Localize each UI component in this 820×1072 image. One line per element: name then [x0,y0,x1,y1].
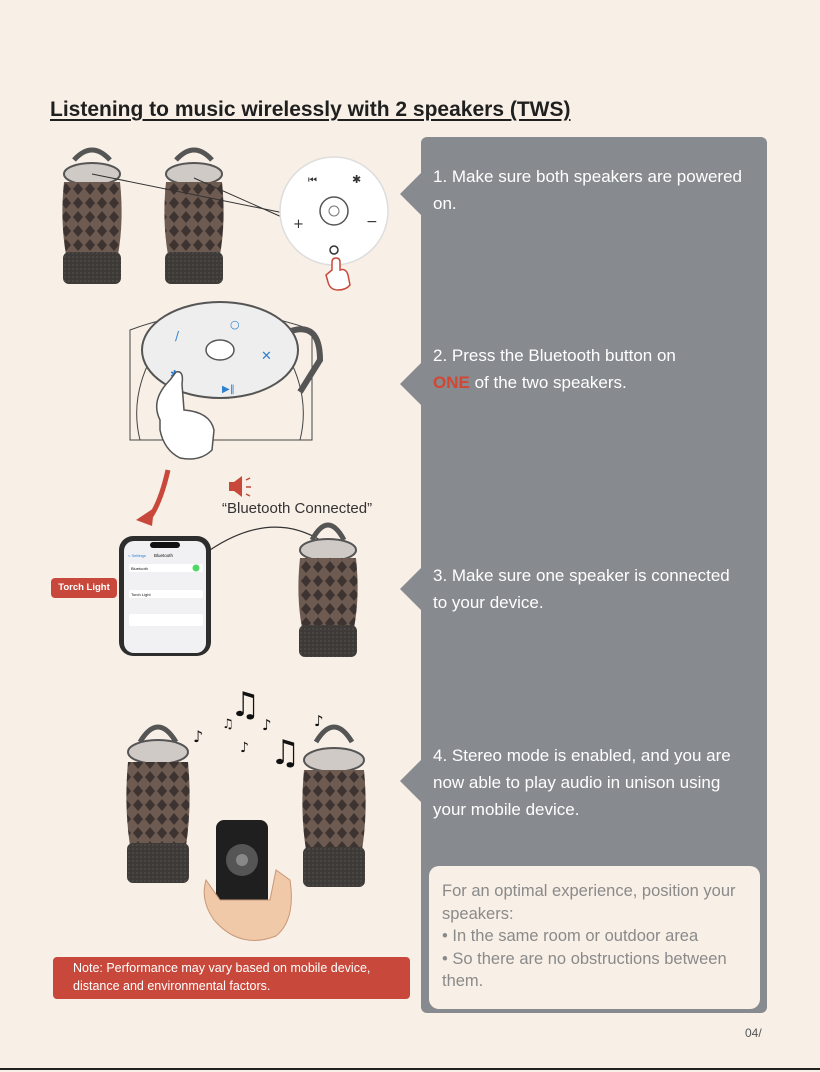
page-title: Listening to music wirelessly with 2 spe… [50,98,571,121]
svg-text:+: + [293,217,304,232]
svg-text:♫: ♫ [230,685,260,725]
phone-bluetooth-row: Bluetooth [131,566,148,571]
bottom-rule [0,1068,820,1070]
page-number: 04/ [745,1026,762,1040]
svg-text:♪: ♪ [314,712,324,730]
tip-box [429,866,760,1009]
svg-text:/: / [175,329,180,343]
speaker-left-2 [164,147,224,284]
phone-bluetooth-title: Bluetooth [154,553,174,558]
step-2-pre: 2. Press the Bluetooth button on [433,346,676,365]
music-notes: ♫ ♪ ♫ ♪ ♪ ♪ ♫ [193,685,324,773]
speaker-connected [298,522,358,657]
svg-text:✕: ✕ [261,349,272,364]
svg-text:⏮: ⏮ [308,175,317,186]
svg-text:−: − [366,214,378,230]
bluetooth-connected-label: “Bluetooth Connected” [222,500,373,517]
note-box: Note: Performance may vary based on mobi… [53,957,410,999]
phone-device-row: Torch Light [131,592,151,597]
step-1: 1. Make sure both speakers are powered o… [433,167,743,213]
svg-text:♫: ♫ [222,717,234,732]
speaker-stereo-left [126,724,190,883]
torch-light-label: Torch Light [51,578,117,598]
svg-text:○: ○ [230,318,240,331]
svg-text:♪: ♪ [193,727,203,746]
speaker-left-1 [62,147,122,284]
speaker-stereo-right [302,724,366,887]
svg-text:▶‖: ▶‖ [222,384,235,395]
tip-bullet-1: • In the same room or outdoor area [442,927,699,945]
step-2: 2. Press the Bluetooth button on ONE of … [433,342,748,396]
svg-text:♫: ♫ [270,733,300,773]
svg-text:♪: ♪ [262,716,272,734]
bubble-pointer-4 [400,759,422,803]
step-4: 4. Stereo mode is enabled, and you are n… [433,746,731,819]
speaker-sound-icon [229,476,251,497]
bubble-pointer-3 [400,567,422,611]
hand-holding-phone [203,820,292,941]
tip-intro: For an optimal experience, position your… [442,882,736,923]
step-2-post: of the two speakers. [469,373,627,392]
phone-settings-link: < Settings [128,553,146,558]
control-panel-dial: ⏮ ✱ + − [279,156,389,291]
bubble-pointer-1 [400,172,422,216]
speaker-top-closeup: / ○ ✕ ▶‖ ✱ [129,301,324,460]
bubble-pointer-2 [400,362,422,406]
svg-text:✱: ✱ [352,173,361,186]
tip-bullet-2: • So there are no obstructions between t… [442,949,727,991]
svg-text:♪: ♪ [240,740,249,756]
step-3: 3. Make sure one speaker is connected to… [433,566,730,612]
tip-text: For an optimal experience, position your… [442,880,752,993]
step-2-highlight: ONE [433,373,470,392]
